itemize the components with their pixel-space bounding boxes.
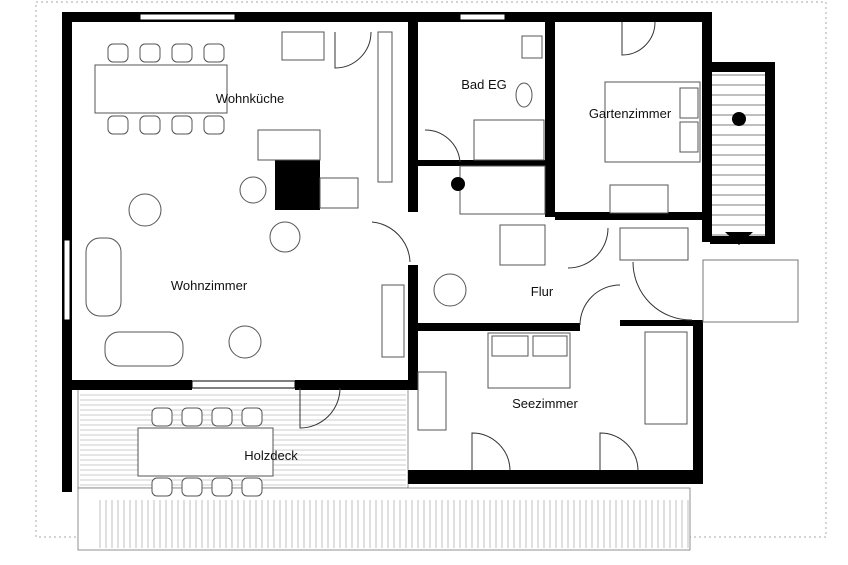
seezimmer-furniture — [417, 331, 688, 471]
flur-furniture — [433, 227, 693, 326]
room-label-holzdeck: Holzdeck — [244, 448, 298, 463]
wohnzimmer-furniture — [85, 193, 411, 429]
room-label-flur: Flur — [531, 284, 554, 299]
windows — [63, 13, 799, 389]
room-label-wohnzimmer: Wohnzimmer — [171, 278, 248, 293]
room-label-gartenzimmer: Gartenzimmer — [589, 106, 672, 121]
gartenzimmer-furniture — [604, 21, 701, 214]
room-label-bad: Bad EG — [461, 77, 507, 92]
kitchen-furniture — [94, 31, 393, 209]
deck-furniture — [137, 407, 274, 497]
bath-furniture — [424, 35, 545, 163]
room-label-seezimmer: Seezimmer — [512, 396, 578, 411]
room-label-wohnkueche: Wohnküche — [216, 91, 284, 106]
stairs — [451, 74, 765, 266]
